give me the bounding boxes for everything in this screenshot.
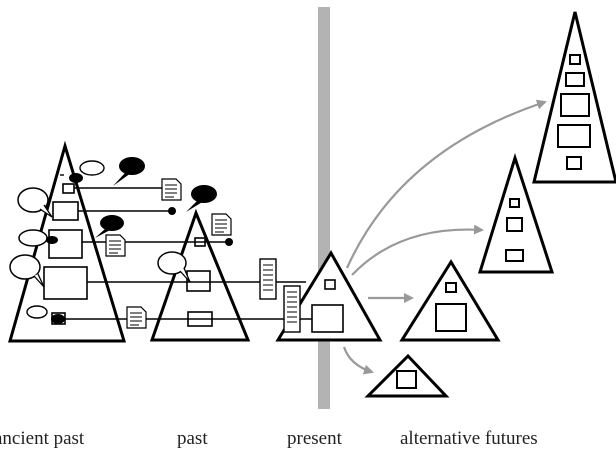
label-present: present	[287, 428, 342, 449]
future-triangle-small	[364, 353, 450, 398]
document-stack-icon	[283, 285, 301, 333]
future-triangle-tall	[532, 11, 616, 184]
document-icons	[105, 178, 301, 333]
document-icon	[161, 178, 182, 201]
future-triangle-wide	[399, 259, 501, 342]
speech-bubbles-white	[9, 160, 191, 319]
present-triangle	[275, 250, 383, 342]
past-triangle	[149, 208, 251, 342]
label-ancient-past: ancient past	[0, 428, 85, 449]
present-divider	[318, 7, 330, 409]
ancient-past-triangle	[8, 140, 127, 343]
label-past: past	[177, 428, 208, 449]
speech-bubbles-black	[46, 157, 217, 324]
document-stack-icon	[259, 258, 277, 300]
future-arrows	[342, 99, 547, 375]
future-triangle-medium	[477, 153, 555, 274]
label-alternative-futures: alternative futures	[400, 428, 538, 449]
document-icon	[126, 306, 147, 329]
document-icon	[105, 234, 126, 257]
document-icon	[211, 213, 232, 236]
